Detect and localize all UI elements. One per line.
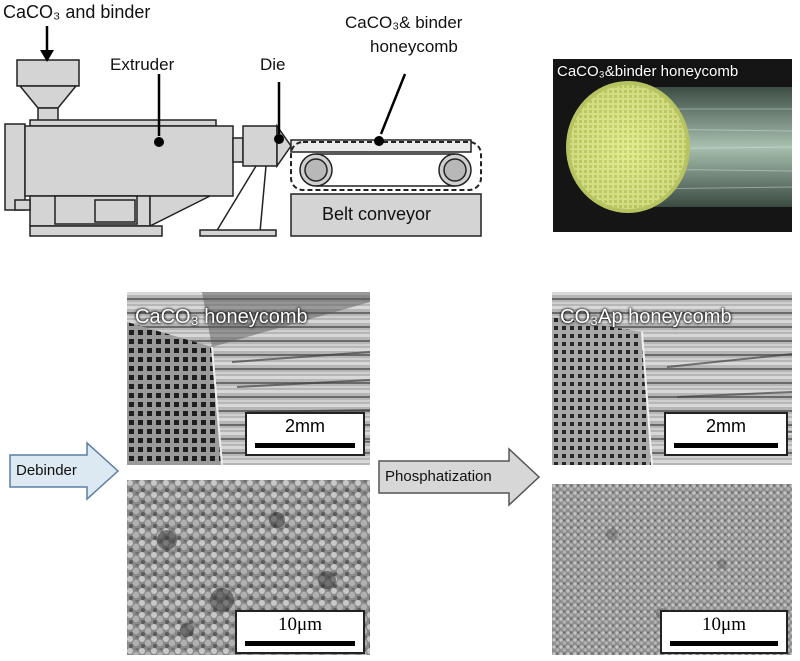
scale-bar-label: 10μm xyxy=(702,614,746,635)
sem-co3ap-honeycomb: CO₃Ap honeycomb 2mm xyxy=(552,292,792,465)
scale-bar-line xyxy=(674,443,778,448)
scale-bar-label: 2mm xyxy=(285,416,325,436)
scale-bar-2mm: 2mm xyxy=(664,412,788,456)
extruder-label: Extruder xyxy=(110,55,175,74)
extruder-dot xyxy=(154,137,164,147)
honeycomb-label-line2: honeycomb xyxy=(370,37,458,56)
scale-bar-line xyxy=(245,641,355,646)
scale-bar-line xyxy=(670,641,778,646)
honeycomb-photo-label: CaCO₃&binder honeycomb xyxy=(557,63,739,80)
honeycomb-photo-image xyxy=(553,59,792,232)
die-label: Die xyxy=(260,55,286,74)
honeycomb-dot xyxy=(374,136,384,146)
sem-caco3-label: CaCO₃ honeycomb xyxy=(135,306,308,328)
die-dot xyxy=(274,134,284,144)
input-label: CaCO₃ and binder xyxy=(3,2,151,22)
sem-caco3-honeycomb: CaCO₃ honeycomb 2mm xyxy=(127,292,370,465)
debinder-arrow xyxy=(9,441,120,501)
phosphatization-arrow xyxy=(378,447,541,507)
debinder-label: Debinder xyxy=(16,462,77,479)
sem-co3ap-label: CO₃Ap honeycomb xyxy=(560,306,732,328)
input-arrowhead xyxy=(40,50,54,62)
leader-lines xyxy=(45,26,407,136)
phosphatization-label: Phosphatization xyxy=(385,468,492,485)
scale-bar-10um: 10μm xyxy=(660,610,788,654)
honeycomb-photo: CaCO₃&binder honeycomb xyxy=(553,59,792,232)
conveyor-label: Belt conveyor xyxy=(322,204,432,224)
sem-caco3-microstructure: 10μm xyxy=(127,480,370,655)
scale-bar-label: 10μm xyxy=(278,614,322,635)
honeycomb-label-line1: CaCO₃& binder xyxy=(345,13,463,32)
scale-bar-2mm: 2mm xyxy=(245,412,365,456)
extruder-schematic xyxy=(4,59,482,237)
sem-co3ap-microstructure: 10μm xyxy=(552,484,792,655)
scale-bar-line xyxy=(255,443,355,448)
scale-bar-10um: 10μm xyxy=(235,610,365,654)
scale-bar-label: 2mm xyxy=(706,416,746,436)
